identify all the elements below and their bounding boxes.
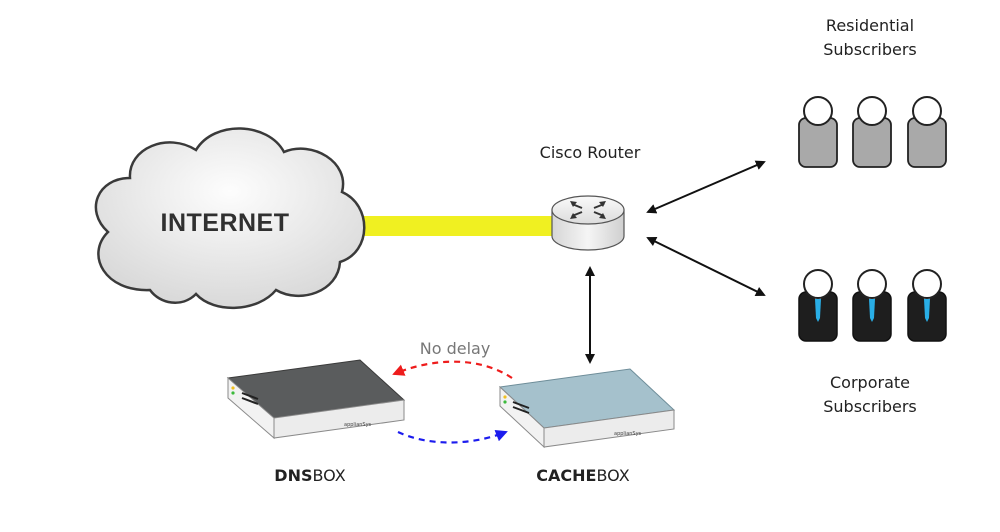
residential-label-line1: Residential: [825, 16, 915, 35]
corporate-user-icon: [907, 269, 947, 342]
cachebox-label-bold: CACHE: [536, 466, 597, 485]
router-corporate-arrow: [646, 237, 766, 296]
router-residential-arrow: [646, 160, 766, 214]
residential-user-icon: [852, 96, 892, 168]
residential-subscriber-icons: [798, 96, 947, 168]
corporate-user-icon: [852, 269, 892, 342]
corporate-label-line2: Subscribers: [823, 397, 917, 416]
no-delay-label: No delay: [419, 339, 491, 358]
internet-label: INTERNET: [160, 209, 290, 237]
router-label: Cisco Router: [539, 143, 641, 162]
svg-text:applianSys: applianSys: [344, 422, 372, 428]
dnsbox-label-rest: BOX: [312, 466, 346, 485]
cachebox-to-dnsbox-arrow: [392, 360, 513, 379]
residential-user-icon: [798, 96, 838, 168]
corporate-subscriber-icons: [798, 269, 947, 342]
corporate-subscribers-label: Corporate Subscribers: [800, 371, 940, 419]
cachebox-label-rest: BOX: [596, 466, 630, 485]
residential-subscribers-label: Residential Subscribers: [800, 14, 940, 62]
dnsbox-to-cachebox-arrow: [397, 430, 508, 444]
internet-router-link: [350, 216, 565, 236]
svg-text:applianSys: applianSys: [614, 431, 642, 437]
corporate-user-icon: [798, 269, 838, 342]
cisco-router-icon: [551, 195, 625, 251]
residential-label-line2: Subscribers: [823, 40, 917, 59]
corporate-label-line1: Corporate: [830, 373, 910, 392]
cachebox-label: CACHEBOX: [508, 464, 658, 488]
dnsbox-label-bold: DNS: [274, 466, 313, 485]
dnsbox-appliance-icon: applianSys: [226, 359, 406, 440]
dnsbox-label: DNSBOX: [240, 464, 380, 488]
residential-user-icon: [907, 96, 947, 168]
internet-cloud: [94, 127, 366, 309]
cachebox-appliance-icon: applianSys: [498, 368, 676, 449]
